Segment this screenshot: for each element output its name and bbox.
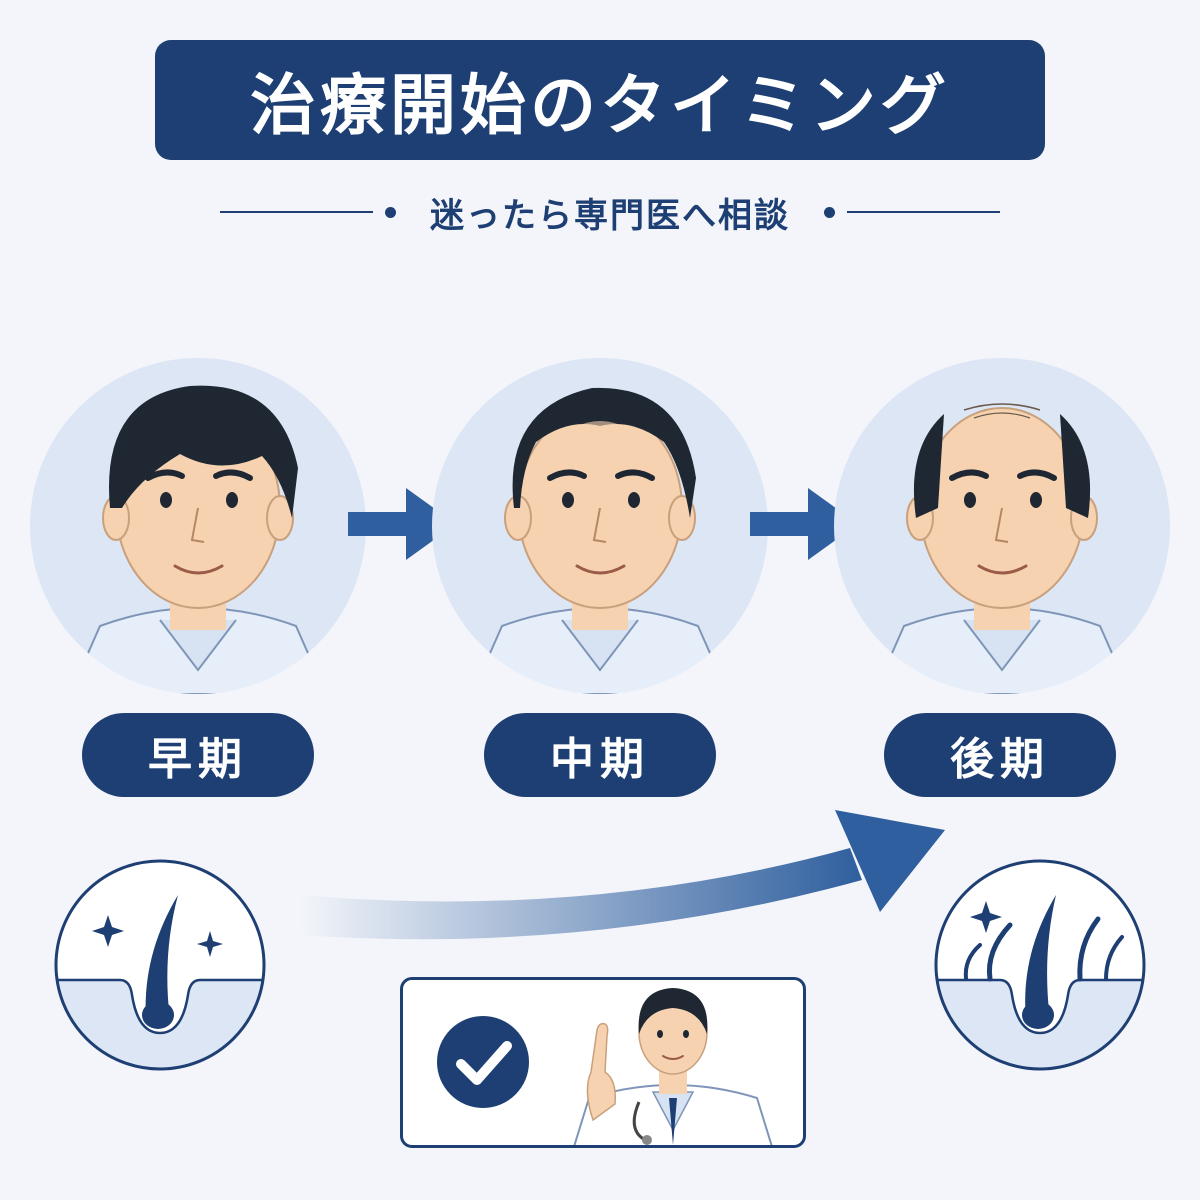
doctor-icon [573,988,773,1145]
stage-label-late: 後期 [884,713,1116,797]
consultation-panel [400,977,806,1148]
stage-label-early: 早期 [82,713,314,797]
stage-late-portrait [834,358,1170,694]
man-late-icon [872,403,1132,694]
arrow-right-icon [348,488,456,560]
subtitle-row: 迷ったら専門医へ相談 [220,182,1000,242]
subtitle-line-right [847,211,1000,213]
progress-curve-arrow-icon [300,810,945,940]
single-hair-follicle-icon [54,859,266,1071]
subtitle-dot-left [385,206,396,218]
man-mid-icon [470,387,730,694]
stage-early-portrait [30,358,366,694]
man-early-icon [68,385,328,694]
consultation-illustration [437,988,773,1145]
multiple-hair-follicle-icon [934,859,1146,1071]
page-title: 治療開始のタイミング [250,67,950,144]
stage-mid-portrait [432,358,768,694]
stage-label-mid: 中期 [484,713,716,797]
checkmark-icon [437,1016,529,1108]
arrow-right-icon [750,488,858,560]
subtitle-line-left [220,211,373,213]
title-banner: 治療開始のタイミング [155,40,1045,160]
subtitle-dot-right [824,206,835,218]
subtitle: 迷ったら専門医へ相談 [430,195,790,236]
